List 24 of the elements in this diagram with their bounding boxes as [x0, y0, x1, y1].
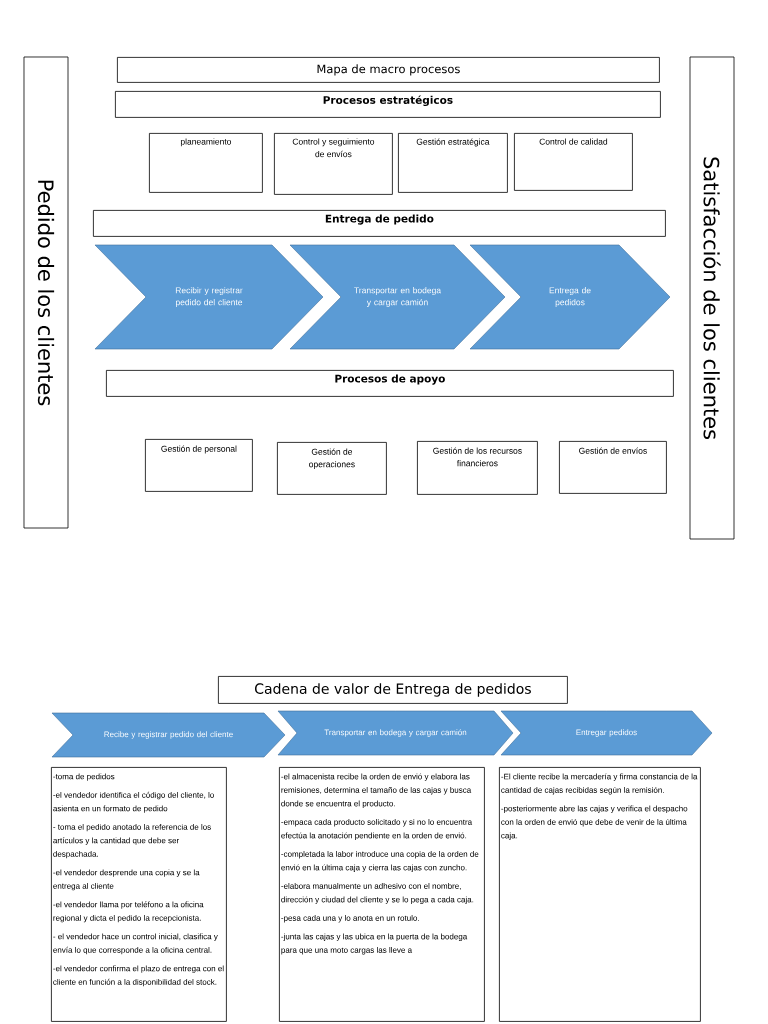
side-label-box: Satisfacción de los clientes	[689, 56, 735, 540]
title-box: Cadena de valor de Entrega de pedidos	[218, 676, 568, 704]
process-step: Recibe y registrar pedido del cliente	[51, 712, 286, 758]
side-label-box: Pedido de los clientes	[23, 56, 69, 529]
process-step: Entregar pedidos	[500, 710, 713, 756]
process-box: Gestión de envíos	[559, 441, 667, 494]
process-box: Gestión estratégica	[398, 133, 508, 193]
process-step: Transportar en bodega y cargar camión	[277, 710, 514, 756]
description-box: -el almacenista recibe la orden de envió y elabora las remisiones, determina el tamaño de las cajas y busca donde se encuentra el producto. -empaca cada producto solicitado y si no lo encuentra efectúa la anotación pendiente en la orden de envió. -completada la labor introduce una copia de la orden de envió en la última caja y cierra las cajas con zuncho. -elabora manualmente un adhesivo con el nombre, dirección y ciudad del cliente y se lo pega a cada caja. -pesa cada una y lo anota en un rotulo. -junta las cajas y las ubica en la puerta de la bodega para que una moto cargas las lleve a	[279, 767, 485, 1022]
process-step: Transportar en bodega y cargar camión	[289, 244, 506, 350]
description-box: -toma de pedidos -el vendedor identifica el código del cliente, lo asienta en un formato de pedido - toma el pedido anotado la referencia de los artículos y la cantidad que debe ser despachada. -el vendedor desprende una copia y se la entrega al cliente -el vendedor llama por teléfono a la oficina regional y dicta el pedido la recepcionista. - el vendedor hace un control inicial, clasifica y envía lo que corresponde a la oficina central. -el vendedor confirma el plazo de entrega con el cliente en función a la disponibilidad del stock.	[51, 767, 227, 1022]
section-heading-bar: Procesos de apoyo	[106, 370, 674, 397]
process-step: Entrega de pedidos	[469, 244, 671, 350]
process-step: Recibir y registrar pedido del cliente	[94, 244, 324, 350]
title-box: Mapa de macro procesos	[117, 57, 660, 83]
description-box: -El cliente recibe la mercadería y firma constancia de la cantidad de cajas recibidas según la remisión. -posteriormente abre las cajas y verifica el despacho con la orden de envió que debe de venir de la última caja.	[499, 767, 701, 1022]
process-box: Gestión de personal	[145, 439, 253, 492]
section-heading-bar: Entrega de pedido	[93, 210, 666, 237]
process-box: Gestión de operaciones	[277, 442, 387, 495]
process-box: planeamiento	[149, 133, 263, 193]
process-box: Gestión de los recursos financieros	[417, 441, 538, 495]
section-heading-bar: Procesos estratégicos	[115, 91, 661, 118]
process-box: Control y seguimiento de envíos	[274, 133, 393, 195]
process-box: Control de calidad	[514, 133, 633, 191]
